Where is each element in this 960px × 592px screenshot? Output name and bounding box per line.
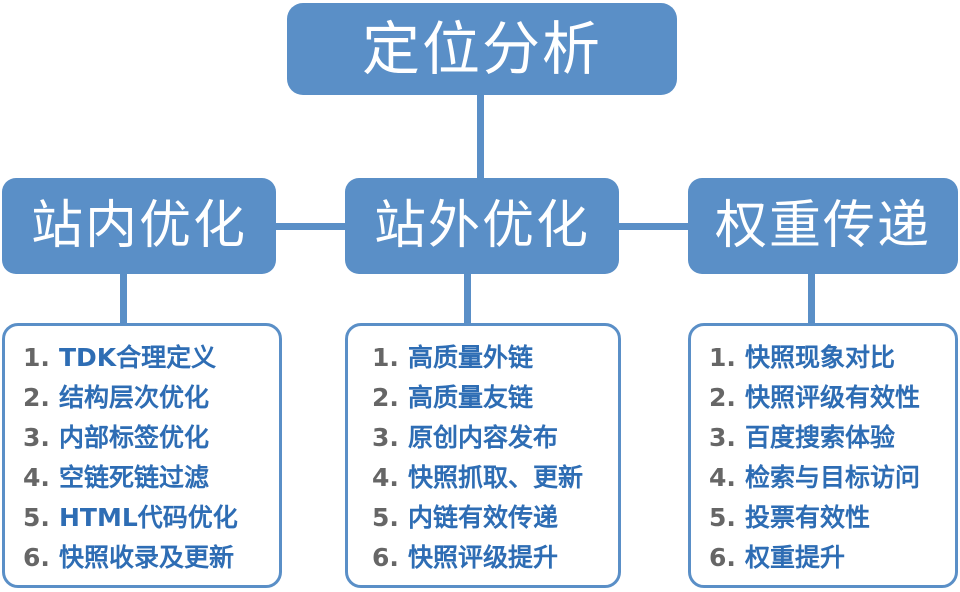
list-item-number: 2. — [709, 383, 736, 412]
list-item-label: 结构层次优化 — [59, 383, 210, 412]
list-item-label: 投票有效性 — [745, 503, 871, 532]
list-item[interactable]: 5. 内链有效传递 — [348, 498, 618, 538]
branch-node-label: 站内优化 — [30, 196, 247, 256]
list-item-number: 5. — [709, 503, 736, 532]
list-item-label: 高质量友链 — [408, 383, 534, 412]
list-item-label: 检索与目标访问 — [745, 463, 921, 492]
list-item[interactable]: 2. 高质量友链 — [348, 378, 618, 418]
list-item-label: 权重提升 — [745, 543, 846, 572]
connector-left-to-middle — [270, 223, 350, 230]
list-item[interactable]: 5. 投票有效性 — [691, 498, 955, 538]
list-item-label: 高质量外链 — [408, 343, 534, 372]
list-item-number: 4. — [709, 463, 736, 492]
list-item[interactable]: 3. 内部标签优化 — [5, 418, 279, 458]
list-item[interactable]: 3. 原创内容发布 — [348, 418, 618, 458]
list-box-onsite-optimization: 1. TDK合理定义 2. 结构层次优化 3. 内部标签优化 4. 空链死链过滤… — [2, 323, 282, 588]
list-item[interactable]: 1. TDK合理定义 — [5, 338, 279, 378]
list-item-number: 1. — [372, 343, 399, 372]
connector-root-to-middle — [477, 92, 484, 182]
list-item-number: 3. — [709, 423, 736, 452]
list-item-number: 2. — [372, 383, 399, 412]
list-offsite-optimization: 1. 高质量外链 2. 高质量友链 3. 原创内容发布 4. 快照抓取、更新 5… — [348, 338, 618, 578]
list-item[interactable]: 4. 检索与目标访问 — [691, 458, 955, 498]
list-item-label: 内链有效传递 — [408, 503, 559, 532]
list-onsite-optimization: 1. TDK合理定义 2. 结构层次优化 3. 内部标签优化 4. 空链死链过滤… — [5, 338, 279, 578]
branch-node-weight-transfer[interactable]: 权重传递 — [688, 178, 958, 274]
list-item-label: 快照评级提升 — [408, 543, 559, 572]
list-item-label: 内部标签优化 — [59, 423, 210, 452]
list-item[interactable]: 3. 百度搜索体验 — [691, 418, 955, 458]
list-item-label: 快照评级有效性 — [745, 383, 921, 412]
list-item[interactable]: 5. HTML代码优化 — [5, 498, 279, 538]
connector-middle-to-right — [614, 223, 693, 230]
list-box-offsite-optimization: 1. 高质量外链 2. 高质量友链 3. 原创内容发布 4. 快照抓取、更新 5… — [345, 323, 621, 588]
list-item-number: 4. — [372, 463, 399, 492]
list-item[interactable]: 2. 结构层次优化 — [5, 378, 279, 418]
root-node-label: 定位分析 — [361, 15, 602, 83]
list-item-number: 6. — [372, 543, 399, 572]
list-item[interactable]: 6. 权重提升 — [691, 538, 955, 578]
connector-right-branch-down — [808, 270, 815, 326]
list-item-number: 6. — [23, 543, 50, 572]
branch-node-offsite-optimization[interactable]: 站外优化 — [345, 178, 619, 274]
list-item[interactable]: 6. 快照评级提升 — [348, 538, 618, 578]
list-item-label: 快照收录及更新 — [59, 543, 235, 572]
list-item-number: 4. — [23, 463, 50, 492]
branch-node-label: 权重传递 — [714, 196, 931, 256]
branch-node-label: 站外优化 — [373, 196, 590, 256]
list-item[interactable]: 4. 快照抓取、更新 — [348, 458, 618, 498]
list-item[interactable]: 6. 快照收录及更新 — [5, 538, 279, 578]
list-box-weight-transfer: 1. 快照现象对比 2. 快照评级有效性 3. 百度搜索体验 4. 检索与目标访… — [688, 323, 958, 588]
list-item[interactable]: 1. 快照现象对比 — [691, 338, 955, 378]
list-item-number: 2. — [23, 383, 50, 412]
branch-node-onsite-optimization[interactable]: 站内优化 — [2, 178, 276, 274]
list-item[interactable]: 2. 快照评级有效性 — [691, 378, 955, 418]
connector-middle-branch-down — [464, 270, 471, 326]
root-node-positioning-analysis[interactable]: 定位分析 — [287, 3, 677, 95]
list-item-number: 1. — [23, 343, 50, 372]
connector-left-branch-down — [120, 270, 127, 326]
list-item-number: 5. — [372, 503, 399, 532]
list-item-number: 6. — [709, 543, 736, 572]
list-item-label: 原创内容发布 — [408, 423, 559, 452]
list-item-label: 快照抓取、更新 — [408, 463, 584, 492]
list-weight-transfer: 1. 快照现象对比 2. 快照评级有效性 3. 百度搜索体验 4. 检索与目标访… — [691, 338, 955, 578]
list-item-label: 快照现象对比 — [745, 343, 896, 372]
list-item[interactable]: 1. 高质量外链 — [348, 338, 618, 378]
list-item-number: 3. — [23, 423, 50, 452]
list-item-label: TDK合理定义 — [59, 343, 217, 372]
list-item-label: 百度搜索体验 — [745, 423, 896, 452]
list-item-number: 3. — [372, 423, 399, 452]
list-item-label: 空链死链过滤 — [59, 463, 210, 492]
list-item-number: 1. — [709, 343, 736, 372]
list-item-label: HTML代码优化 — [59, 503, 238, 532]
list-item-number: 5. — [23, 503, 50, 532]
list-item[interactable]: 4. 空链死链过滤 — [5, 458, 279, 498]
